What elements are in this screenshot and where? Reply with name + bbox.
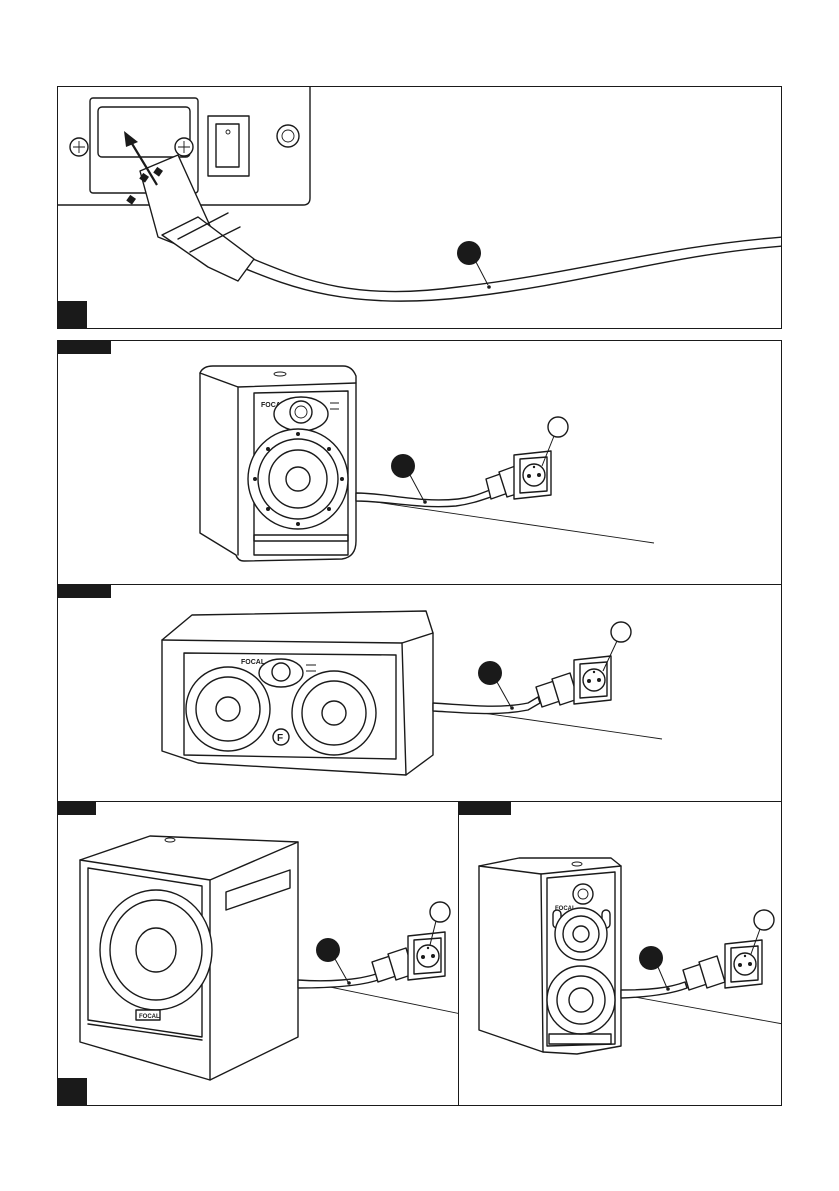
power-cable [241,237,782,301]
callout-marker [754,910,774,930]
wall-outlet-icon [725,940,762,988]
callout-marker [457,241,481,265]
power-cable [433,697,540,714]
callout-marker [548,417,568,437]
panel-power-inlet [57,86,782,329]
center-speaker-illustration: FOCAL F [58,585,782,802]
subwoofer-illustration: FOCAL [58,802,460,1106]
panel-subwoofer: FOCAL [57,801,460,1106]
power-cable [356,486,504,507]
callout-marker [316,938,340,962]
mounting-hole [277,125,299,147]
power-plug-icon [683,956,725,990]
callout-marker [611,622,631,642]
panel-monitor: FOCAL [57,340,782,585]
svg-text:F: F [277,733,283,744]
callout-marker [478,661,502,685]
panel-tag [58,1078,87,1105]
callout-marker [391,454,415,478]
power-plug-icon [536,673,578,707]
three-way-monitor-illustration: FOCAL [459,802,782,1106]
panel-three-way-monitor: FOCAL [458,801,782,1106]
wall-outlet-icon [574,656,611,704]
power-cable [621,982,687,998]
panel-center-speaker: FOCAL F [57,584,782,802]
three-way-monitor-icon: FOCAL [479,858,621,1054]
callout-marker [639,946,663,970]
svg-text:FOCAL: FOCAL [139,1014,160,1020]
studio-monitor-speaker-icon: FOCAL [200,366,356,561]
power-inlet-illustration [58,87,782,329]
wall-outlet-icon [408,932,445,980]
panel-tag [58,301,87,328]
callout-marker [430,902,450,922]
subwoofer-icon: FOCAL [80,836,298,1080]
monitor-illustration: FOCAL [58,341,782,585]
center-speaker-icon: FOCAL F [162,611,433,775]
power-switch-icon [208,116,249,176]
power-cable [298,974,378,988]
